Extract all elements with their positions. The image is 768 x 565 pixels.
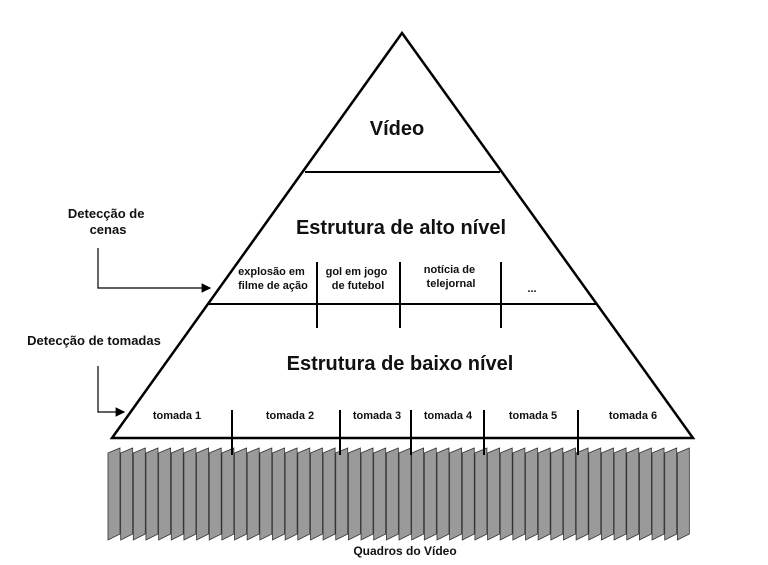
video-frame	[588, 447, 602, 541]
video-frame	[234, 447, 247, 541]
video-frame	[411, 447, 425, 541]
video-frame	[613, 447, 627, 541]
video-frame	[436, 447, 450, 541]
scene-label: gol em jogo de futebol	[326, 266, 391, 292]
video-frame	[537, 447, 551, 541]
pyramid-outline	[109, 30, 696, 440]
video-frame	[132, 447, 146, 541]
video-frame	[398, 447, 412, 541]
video-frame	[563, 447, 576, 541]
video-frame	[651, 447, 665, 541]
video-frame	[664, 447, 678, 541]
shot-label: tomada 1	[153, 410, 201, 422]
video-frame	[575, 447, 589, 541]
shot-label: tomada 4	[424, 410, 473, 422]
video-frame	[373, 447, 387, 541]
shot-label: tomada 3	[353, 410, 401, 422]
shot-detection-arrow	[97, 366, 126, 417]
video-frame	[499, 447, 513, 541]
scene-label: explosão em filme de ação	[238, 266, 308, 292]
video-frame	[626, 447, 640, 541]
video-frame	[550, 447, 564, 541]
video-frame	[158, 447, 172, 541]
shot-label: tomada 5	[509, 410, 557, 422]
video-frame	[322, 447, 336, 541]
video-frame	[107, 447, 121, 541]
scene-ellipsis: ...	[527, 283, 536, 295]
video-frame	[423, 447, 437, 541]
low-level-structure-title: Estrutura de baixo nível	[287, 353, 514, 375]
video-frame	[347, 447, 361, 541]
video-frame	[310, 447, 323, 541]
high-level-structure-title: Estrutura de alto nível	[296, 217, 506, 239]
video-frames-caption: Quadros do Vídeo	[353, 544, 456, 558]
video-frame	[461, 447, 475, 541]
video-frame	[676, 447, 690, 541]
video-frame	[284, 447, 298, 541]
video-frame	[145, 447, 159, 541]
video-frame	[601, 447, 614, 541]
shot-label: tomada 6	[609, 410, 657, 422]
video-frame	[638, 447, 652, 541]
video-frame	[246, 447, 260, 541]
video-frame	[449, 447, 463, 541]
video-frame	[221, 447, 235, 541]
video-frame	[272, 447, 285, 541]
video-frame	[487, 447, 500, 541]
video-frame	[360, 447, 374, 541]
video-frame	[297, 447, 311, 541]
video-frame	[170, 447, 184, 541]
video-frame	[196, 447, 209, 541]
video-level-title: Vídeo	[370, 118, 424, 140]
video-frame	[525, 447, 538, 541]
video-frame	[208, 447, 222, 541]
scene-label: notícia de telejornal	[424, 264, 478, 290]
video-frame	[120, 447, 134, 541]
shot-label: tomada 2	[266, 410, 314, 422]
video-frame	[259, 447, 273, 541]
video-frame	[183, 447, 197, 541]
video-frames-stack	[107, 447, 690, 541]
video-frame	[474, 447, 488, 541]
video-frame	[512, 447, 526, 541]
video-frame	[335, 447, 349, 541]
scene-detection-label: Detecção de cenas	[68, 206, 148, 237]
video-frame	[385, 447, 399, 541]
scene-detection-arrow	[97, 248, 212, 293]
shot-detection-label: Detecção de tomadas	[27, 333, 161, 348]
